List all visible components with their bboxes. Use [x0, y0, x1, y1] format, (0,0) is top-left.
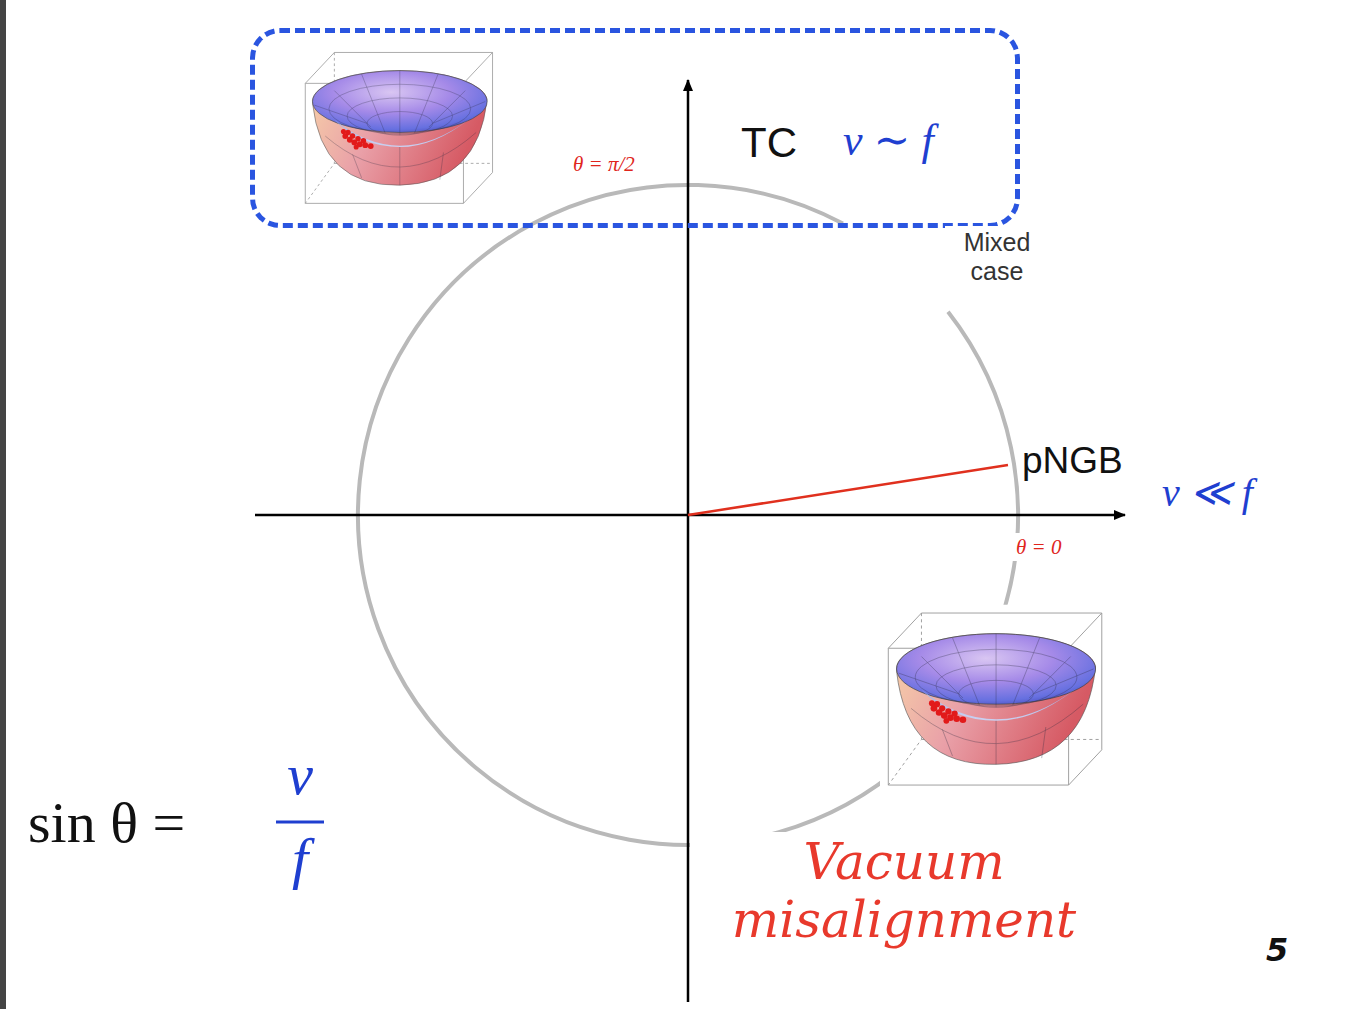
slide-edge [0, 0, 6, 1009]
potential-bowl [298, 45, 498, 209]
y-axis [687, 80, 690, 1002]
scale-relation: v ∼ f [843, 116, 934, 167]
formula-denominator: f [292, 826, 308, 893]
regime-label: TC [741, 119, 797, 167]
highlight-box: θ = π/2 TC v ∼ f [250, 28, 1020, 228]
regime-note: Mixed case [945, 226, 1049, 288]
handwritten-note: Vacuum misalignment [690, 832, 1118, 951]
formula-numerator: v [287, 742, 313, 809]
angle-label: θ = π/2 [573, 152, 635, 176]
regime-label: pNGB [1022, 440, 1123, 483]
formula-text: sin θ = [28, 790, 185, 857]
slide-number: 5 [1266, 932, 1288, 969]
angle-label: θ = 0 [1012, 533, 1066, 561]
vacuum-angle-line [688, 465, 1008, 515]
fraction-bar [276, 821, 324, 824]
potential-bowl [880, 605, 1108, 792]
scale-relation: v ≪ f [1162, 470, 1253, 516]
